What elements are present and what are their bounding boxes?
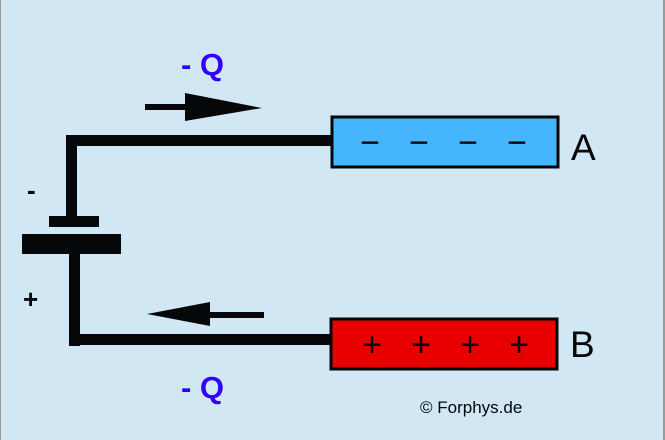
plate-b-label: B bbox=[570, 324, 595, 365]
plate-a-charge: − bbox=[507, 124, 527, 162]
arrow-right-icon bbox=[145, 93, 262, 121]
charge-bottom-label: - Q bbox=[181, 370, 224, 405]
plate-b-charge: + bbox=[460, 326, 480, 364]
charge-top-label: - Q bbox=[181, 47, 224, 82]
plate-b bbox=[329, 317, 559, 371]
battery-negative-label: - bbox=[27, 175, 36, 205]
plate-a-label: A bbox=[571, 127, 596, 168]
plate-b-charge: + bbox=[411, 326, 431, 364]
plate-b-charge: + bbox=[509, 326, 529, 364]
plate-b-charge: + bbox=[362, 326, 382, 364]
battery-positive-label: + bbox=[23, 284, 38, 314]
wire-bottom bbox=[69, 334, 333, 345]
circuit-wires bbox=[22, 135, 333, 346]
wire-top-vertical bbox=[66, 135, 77, 217]
plate-a-charge: − bbox=[409, 124, 429, 162]
plate-a-charge: − bbox=[360, 124, 380, 162]
copyright-text: © Forphys.de bbox=[420, 398, 522, 417]
plate-a bbox=[330, 115, 560, 169]
wire-top bbox=[66, 135, 333, 146]
arrow-left-icon bbox=[147, 302, 264, 326]
wire-bottom-vertical bbox=[69, 252, 80, 346]
battery-negative-plate bbox=[49, 216, 99, 227]
plate-a-charge: − bbox=[458, 124, 478, 162]
battery-positive-plate bbox=[22, 234, 121, 254]
